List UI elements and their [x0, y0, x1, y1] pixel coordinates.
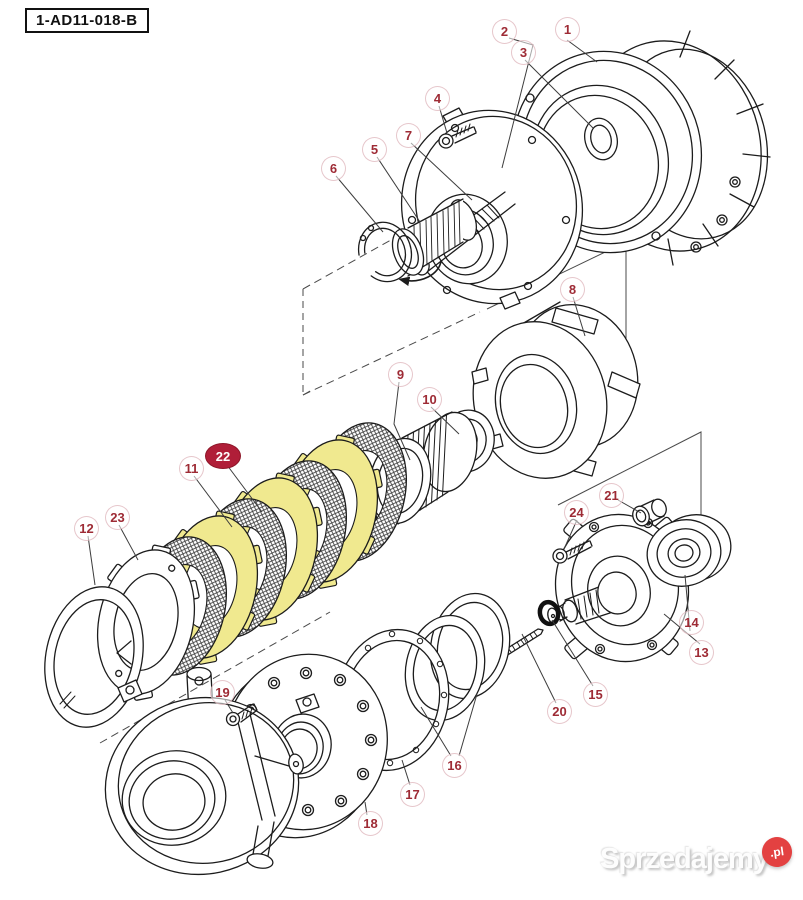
callout-5: 5 [362, 137, 387, 162]
leader-22 [226, 464, 263, 513]
leader-15 [551, 619, 594, 687]
leader-17 [401, 759, 411, 786]
seal-rings-part [404, 592, 511, 722]
leader-16 [420, 693, 478, 757]
pressure-plate-part [96, 544, 200, 701]
leader-8 [572, 296, 586, 337]
callout-17: 17 [400, 782, 425, 807]
callout-18: 18 [358, 811, 383, 836]
diagram-code-label: 1-AD11-018-B [25, 8, 149, 33]
leader-10 [430, 406, 460, 435]
callout-23: 23 [105, 505, 130, 530]
leader-3 [524, 59, 594, 129]
callout-16: 16 [442, 753, 467, 778]
leader-5 [376, 156, 421, 223]
leader-9 [393, 381, 411, 461]
watermark-brand-text: Sprzedajemy [600, 843, 769, 875]
leader-12 [87, 535, 96, 586]
callout-10: 10 [417, 387, 442, 412]
retaining-ring-part [44, 586, 144, 728]
callout-24: 24 [564, 500, 589, 525]
callout-7: 7 [396, 123, 421, 148]
callout-20: 20 [547, 699, 572, 724]
splined-sleeve-part [391, 198, 478, 277]
callout-11: 11 [179, 456, 204, 481]
leader-11 [193, 475, 233, 528]
bolt-24-part [552, 540, 593, 564]
callout-21: 21 [599, 483, 624, 508]
o-ring-part [537, 599, 561, 627]
callout-6: 6 [321, 156, 346, 181]
callout-13: 13 [689, 640, 714, 665]
leader-23 [118, 524, 139, 561]
callout-1: 1 [555, 17, 580, 42]
callout-15: 15 [583, 682, 608, 707]
front-housing-part [104, 666, 320, 876]
bearing-14-part [646, 514, 732, 587]
rotation-arrow [398, 260, 442, 286]
callout-3: 3 [511, 40, 536, 65]
callout-22-highlighted-badge: 22 [205, 443, 241, 469]
callout-19: 19 [210, 680, 235, 705]
callout-12: 12 [74, 516, 99, 541]
clutch-drum-part [471, 301, 641, 479]
callout-4: 4 [425, 86, 450, 111]
bolt-4-part [438, 123, 477, 149]
callout-2: 2 [492, 19, 517, 44]
leader-1 [566, 39, 598, 63]
leader-6 [335, 175, 384, 233]
callout-8: 8 [560, 277, 585, 302]
leader-7 [410, 142, 473, 201]
watermark: Sprzedajemy .pl [600, 835, 800, 889]
callout-14: 14 [679, 610, 704, 635]
callout-9: 9 [388, 362, 413, 387]
leader-20 [521, 633, 557, 704]
